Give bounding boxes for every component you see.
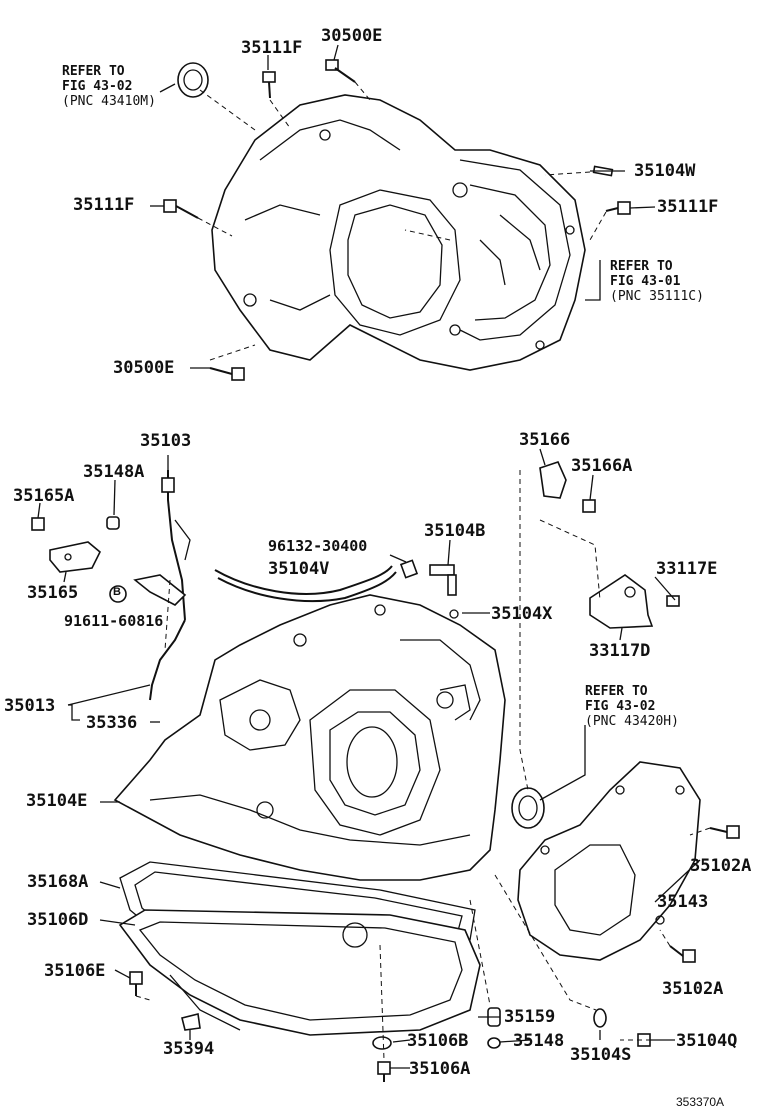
fitting-35104B — [429, 564, 457, 596]
label-35106E[interactable]: 35106E — [44, 961, 106, 981]
seal-43410M — [177, 62, 209, 98]
label-35148A[interactable]: 35148A — [83, 462, 145, 482]
label-35394[interactable]: 35394 — [163, 1039, 215, 1059]
label-35168A[interactable]: 35168A — [27, 872, 89, 892]
refer-note-line2: FIG 43-01 — [610, 274, 681, 289]
seal-43420H — [511, 787, 545, 829]
label-35106B[interactable]: 35106B — [407, 1031, 469, 1051]
bolt-35102A-top — [709, 825, 740, 839]
plug-35106E — [129, 971, 143, 996]
refer-note-line2: FIG 43-02 — [585, 699, 656, 714]
bolt-35166A — [582, 499, 596, 513]
marker-b: B — [113, 586, 121, 598]
bolt-30500E-bottom — [209, 367, 245, 381]
label-35104B[interactable]: 35104B — [424, 521, 486, 541]
label-35104Q[interactable]: 35104Q — [676, 1031, 738, 1051]
label-35143[interactable]: 35143 — [657, 892, 709, 912]
label-35165[interactable]: 35165 — [27, 583, 79, 603]
transaxle-housing — [211, 94, 586, 371]
bracket-33117D — [589, 574, 654, 629]
label-35013[interactable]: 35013 — [4, 696, 56, 716]
refer-note-43410M: REFER TO FIG 43-02 (PNC 43410M) — [62, 64, 156, 109]
label-33117E[interactable]: 33117E — [656, 559, 718, 579]
label-35102A-top[interactable]: 35102A — [690, 856, 752, 876]
label-35104V[interactable]: 35104V — [268, 559, 330, 579]
bolt-35165A — [31, 517, 45, 531]
label-35106D[interactable]: 35106D — [27, 910, 89, 930]
refer-note-line1: REFER TO — [585, 684, 648, 699]
refer-note-line2: FIG 43-02 — [62, 79, 133, 94]
washer-35148 — [487, 1037, 501, 1049]
bracket-35013 — [133, 574, 187, 606]
refer-note-line1: REFER TO — [62, 64, 125, 79]
label-35103[interactable]: 35103 — [140, 431, 192, 451]
oring-35104S — [593, 1008, 607, 1028]
cover-35143 — [517, 761, 701, 961]
transmission-case — [113, 594, 506, 881]
label-91611-60816[interactable]: 91611-60816 — [64, 612, 164, 630]
label-35104X[interactable]: 35104X — [491, 604, 553, 624]
bolt-30500E-top — [325, 59, 356, 83]
label-35336[interactable]: 35336 — [86, 713, 138, 733]
refer-note-43420H: REFER TO FIG 43-02 (PNC 43420H) — [585, 684, 679, 729]
label-35106A[interactable]: 35106A — [409, 1059, 471, 1079]
label-35165A[interactable]: 35165A — [13, 486, 75, 506]
label-35104E[interactable]: 35104E — [26, 791, 88, 811]
label-96132-30400[interactable]: 96132-30400 — [268, 537, 368, 555]
refer-note-line3: (PNC 43410M) — [62, 94, 156, 109]
bolt-35111F-top — [262, 71, 276, 99]
marker-b-circle — [109, 585, 127, 603]
gasket-35106B — [372, 1036, 392, 1050]
oring-35104X — [449, 609, 459, 619]
label-35159[interactable]: 35159 — [504, 1007, 556, 1027]
label-35104S[interactable]: 35104S — [570, 1045, 632, 1065]
bolt-33117E — [666, 595, 680, 607]
magnet-35394 — [181, 1013, 201, 1031]
label-35111F-left[interactable]: 35111F — [73, 195, 135, 215]
cap-35148A — [106, 516, 120, 530]
label-30500E-top[interactable]: 30500E — [321, 26, 383, 46]
plate-35165 — [49, 541, 101, 573]
refer-note-line1: REFER TO — [610, 259, 673, 274]
sensor-35166 — [539, 461, 567, 499]
label-35111F-right[interactable]: 35111F — [657, 197, 719, 217]
label-35102A-bottom[interactable]: 35102A — [662, 979, 724, 999]
label-35104W[interactable]: 35104W — [634, 161, 696, 181]
label-35166[interactable]: 35166 — [519, 430, 571, 450]
refer-note-line3: (PNC 35111C) — [610, 289, 704, 304]
oil-pan-35106D — [118, 909, 481, 1036]
refer-note-line3: (PNC 43420H) — [585, 714, 679, 729]
label-35111F-top[interactable]: 35111F — [241, 38, 303, 58]
fitting-96132 — [399, 559, 419, 579]
label-33117D[interactable]: 33117D — [589, 641, 651, 661]
label-35166A[interactable]: 35166A — [571, 456, 633, 476]
label-30500E-bottom[interactable]: 30500E — [113, 358, 175, 378]
refer-note-35111C: REFER TO FIG 43-01 (PNC 35111C) — [610, 259, 704, 304]
hose-35104V — [214, 565, 397, 603]
bolt-35111F-left — [163, 199, 199, 219]
drawing-code: 353370A — [676, 1095, 725, 1109]
plug-35106A — [377, 1061, 391, 1082]
bolt-35111F-right — [605, 201, 631, 215]
bolt-35102A-bottom — [669, 945, 696, 963]
label-35148[interactable]: 35148 — [513, 1031, 565, 1051]
